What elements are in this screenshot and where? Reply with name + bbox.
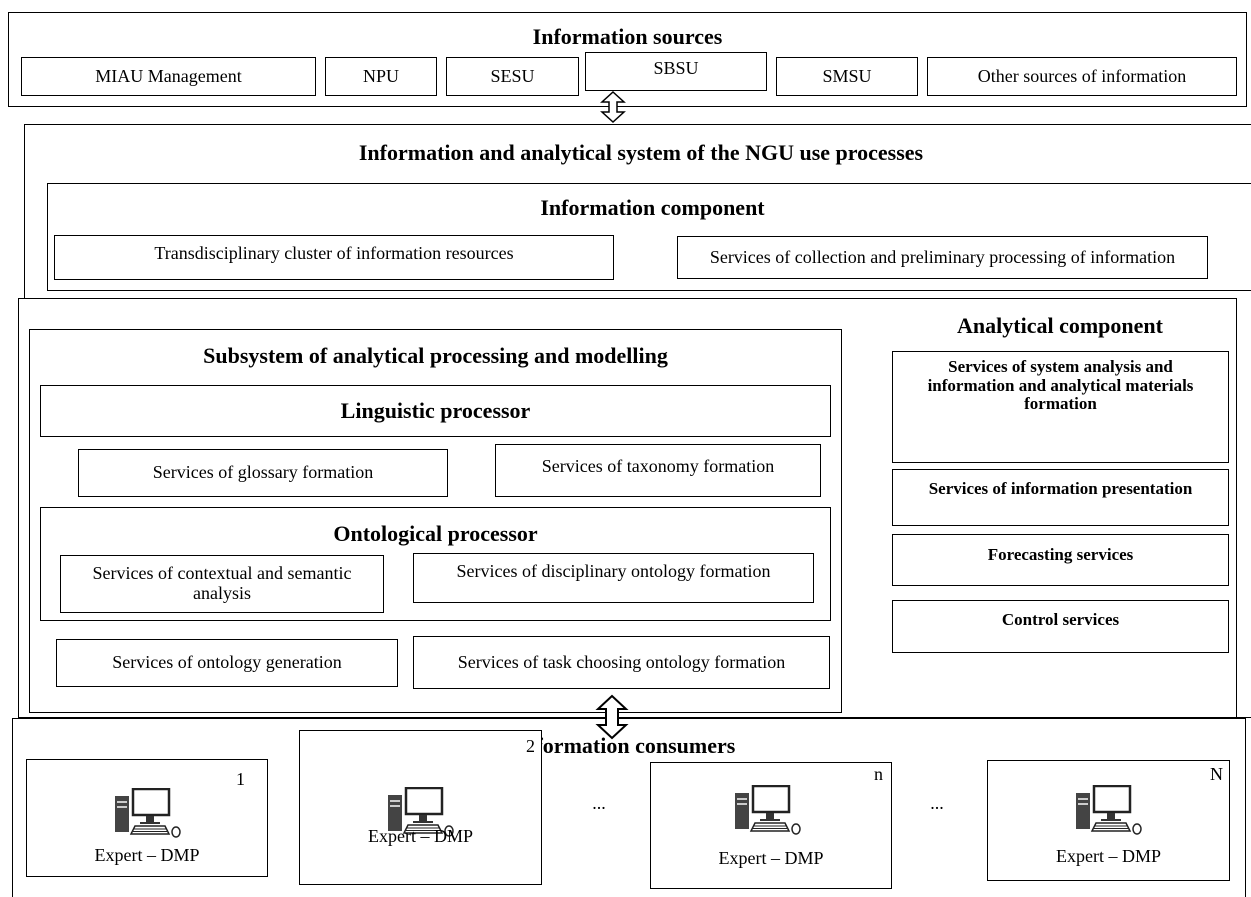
expert-label-2: Expert – DMP — [368, 826, 473, 846]
expert-label-N: Expert – DMP — [1056, 846, 1161, 866]
expert-index-2: 2 — [526, 736, 535, 756]
expert-card-n: n Expert – DMP — [650, 762, 892, 889]
expert-index-1: 1 — [236, 769, 245, 789]
system-analysis-box: Services of system analysis and informat… — [892, 351, 1229, 463]
glossary-formation-box: Services of glossary formation — [78, 449, 448, 497]
information-presentation-box: Services of information presentation — [892, 469, 1229, 526]
control-services-box: Control services — [892, 600, 1229, 653]
source-smsu: SMSU — [776, 57, 918, 96]
information-component-title: Information component — [540, 195, 765, 220]
collection-services-box: Services of collection and preliminary p… — [677, 236, 1208, 279]
source-sesu: SESU — [446, 57, 579, 96]
forecasting-services-box: Forecasting services — [892, 534, 1229, 586]
source-other: Other sources of information — [927, 57, 1237, 96]
task-ontology-box: Services of task choosing ontology forma… — [413, 636, 830, 689]
expert-label-1: Expert – DMP — [94, 845, 200, 865]
double-vertical-arrow-icon — [595, 694, 629, 740]
disciplinary-ontology-box: Services of disciplinary ontology format… — [413, 553, 814, 603]
desktop-computer-icon — [735, 785, 801, 835]
desktop-computer-icon — [1076, 785, 1142, 835]
expert-ellipsis-2: ... — [930, 793, 944, 813]
expert-index-n: n — [874, 764, 883, 784]
source-npu: NPU — [325, 57, 437, 96]
expert-ellipsis-1: ... — [592, 793, 606, 813]
analytical-component-title: Analytical component — [957, 313, 1163, 338]
source-miau: MIAU Management — [21, 57, 316, 96]
taxonomy-formation-box: Services of taxonomy formation — [495, 444, 821, 497]
subsystem-title: Subsystem of analytical processing and m… — [203, 343, 668, 368]
expert-card-1: 1 Expert – DMP — [26, 759, 268, 877]
source-sbsu: SBSU — [585, 52, 767, 91]
information-sources-title: Information sources — [532, 24, 723, 49]
double-vertical-arrow-icon — [600, 90, 626, 124]
ontological-processor-title: Ontological processor — [333, 521, 538, 546]
information-consumers-title: Information consumers — [514, 733, 736, 758]
expert-index-N: N — [1210, 764, 1223, 784]
desktop-computer-icon — [388, 787, 454, 837]
expert-card-N: N Expert – DMP — [987, 760, 1230, 881]
transdisciplinary-cluster-box: Transdisciplinary cluster of information… — [54, 235, 614, 280]
ontology-generation-box: Services of ontology generation — [56, 639, 398, 687]
linguistic-processor-box: Linguistic processor — [40, 385, 831, 437]
expert-label-n: Expert – DMP — [718, 848, 824, 868]
analytical-system-title: Information and analytical system of the… — [358, 140, 924, 165]
desktop-computer-icon — [115, 788, 181, 838]
contextual-analysis-box: Services of contextual and semantic anal… — [60, 555, 384, 613]
expert-card-2: 2 Expert – DMP — [299, 730, 542, 885]
